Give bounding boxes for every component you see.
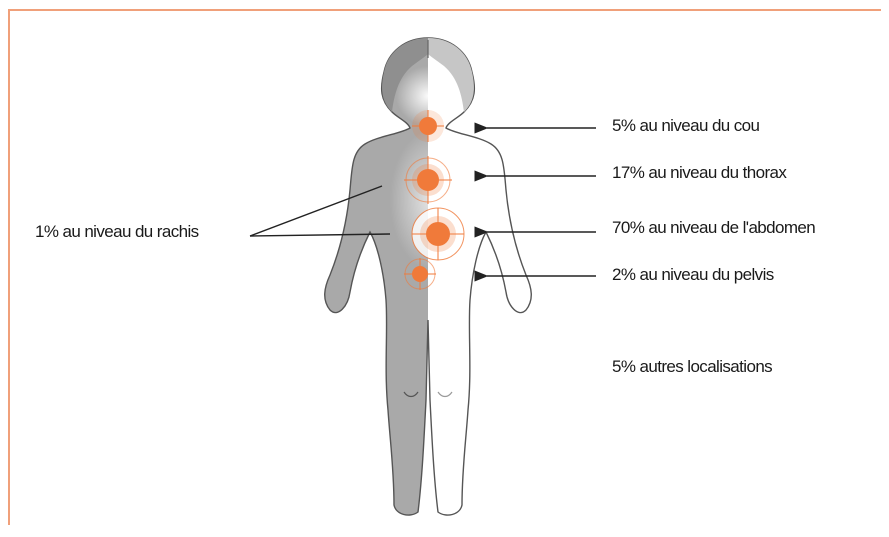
target-abdomen [412, 208, 464, 260]
label-other-locations: 5% autres localisations [612, 357, 772, 377]
label-neck: 5% au niveau du cou [612, 116, 759, 136]
line-rachis-lower [250, 234, 390, 236]
target-neck [412, 110, 444, 142]
label-spine: 1% au niveau du rachis [35, 222, 199, 242]
label-abdomen: 70% au niveau de l'abdomen [612, 218, 815, 238]
label-pelvis: 2% au niveau du pelvis [612, 265, 774, 285]
label-thorax: 17% au niveau du thorax [612, 163, 786, 183]
